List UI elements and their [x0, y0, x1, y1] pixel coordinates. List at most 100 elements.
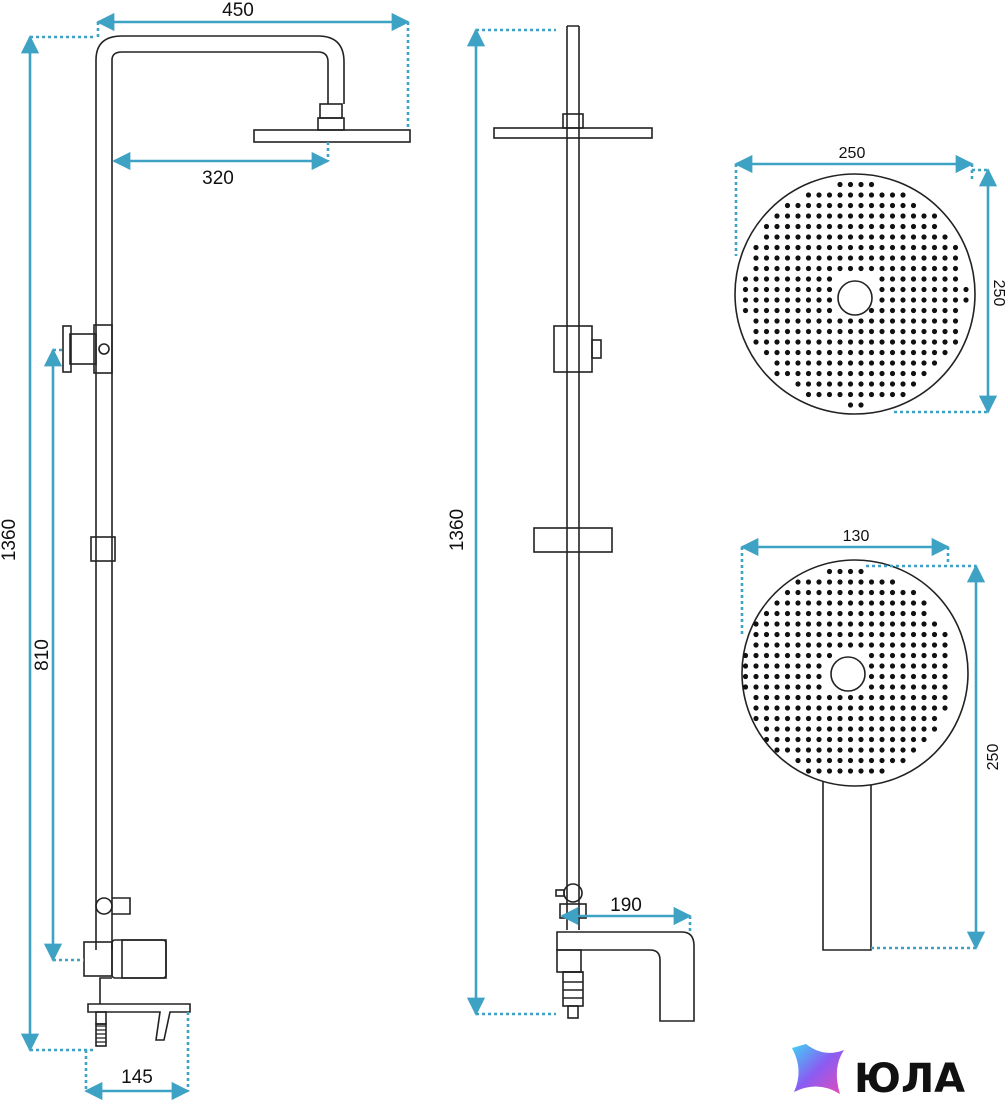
nozzle-dot — [784, 736, 791, 743]
nozzle-dot — [847, 360, 854, 366]
nozzle-dot — [889, 349, 896, 356]
nozzle-dot — [795, 631, 801, 638]
nozzle-dot — [879, 705, 885, 711]
nozzle-dot — [774, 339, 780, 345]
nozzle-dot — [889, 726, 896, 732]
nozzle-dot — [795, 234, 801, 240]
nozzle-dot — [795, 339, 801, 345]
hose-hook — [112, 897, 131, 915]
nozzle-dot — [910, 307, 917, 314]
nozzle-dot — [847, 726, 854, 732]
nozzle-dot — [742, 307, 749, 314]
nozzle-dot — [900, 328, 906, 335]
nozzle-dot — [879, 370, 885, 377]
nozzle-dot — [858, 610, 864, 617]
nozzle-dot — [774, 610, 780, 617]
nozzle-dot — [753, 673, 759, 680]
side-overhead-plate — [493, 127, 653, 139]
nozzle-dot — [858, 349, 864, 356]
nozzle-dot — [921, 244, 927, 251]
nozzle-dot — [889, 244, 896, 251]
nozzle-dot — [889, 213, 896, 219]
nozzle-dot — [858, 589, 864, 596]
nozzle-dot — [763, 673, 770, 680]
nozzle-dot — [931, 318, 938, 324]
nozzle-dot — [795, 360, 801, 366]
nozzle-dot — [784, 328, 791, 335]
nozzle-dot — [847, 694, 854, 701]
dim-front-head-reach: 320 — [202, 168, 234, 189]
nozzle-dot — [921, 307, 927, 314]
nozzle-dot — [753, 663, 759, 669]
dim-front-diverter-height: 810 — [32, 639, 53, 671]
nozzle-dot — [847, 715, 854, 722]
nozzle-dot — [900, 297, 906, 303]
nozzle-dot — [795, 255, 801, 261]
nozzle-dot — [837, 360, 843, 366]
nozzle-dot — [847, 631, 854, 638]
nozzle-dot — [805, 265, 812, 272]
nozzle-dot — [784, 726, 791, 732]
nozzle-dot — [858, 736, 864, 743]
nozzle-dot — [837, 610, 843, 617]
nozzle-dot — [889, 747, 896, 753]
nozzle-dot — [879, 297, 885, 303]
nozzle-dot — [784, 673, 791, 680]
nozzle-dot — [868, 768, 875, 774]
nozzle-dot — [784, 223, 791, 230]
nozzle-dot — [879, 381, 885, 387]
nozzle-dot — [889, 255, 896, 261]
nozzle-dot — [910, 244, 917, 251]
nozzle-dot — [826, 192, 833, 198]
nozzle-dot — [900, 694, 906, 701]
nozzle-dot — [931, 339, 938, 345]
nozzle-dot — [931, 360, 938, 366]
nozzle-dot — [816, 234, 822, 240]
nozzle-dot — [753, 642, 759, 648]
nozzle-dot — [826, 318, 833, 324]
nozzle-dot — [795, 726, 801, 732]
nozzle-dot — [900, 349, 906, 356]
side-spout — [556, 931, 695, 1022]
nozzle-dot — [816, 244, 822, 251]
nozzle-dot — [921, 684, 927, 690]
nozzle-dot — [847, 568, 854, 575]
nozzle-dot — [900, 286, 906, 293]
nozzle-dot — [847, 223, 854, 230]
nozzle-dot — [910, 642, 917, 648]
nozzle-dot — [931, 286, 938, 293]
nozzle-dot — [816, 579, 822, 585]
nozzle-dot — [879, 360, 885, 366]
nozzle-dot — [784, 642, 791, 648]
nozzle-dot — [921, 621, 927, 627]
nozzle-dot — [805, 318, 812, 324]
nozzle-dot — [858, 255, 864, 261]
nozzle-dot — [837, 694, 843, 701]
nozzle-dot — [858, 360, 864, 366]
nozzle-dot — [931, 726, 938, 732]
nozzle-dot — [763, 631, 770, 638]
nozzle-dot — [805, 726, 812, 732]
nozzle-dot — [931, 694, 938, 701]
nozzle-dot — [921, 223, 927, 230]
nozzle-dot — [942, 244, 948, 251]
nozzle-dot — [826, 642, 833, 648]
nozzle-dot — [868, 328, 875, 335]
nozzle-dot — [837, 736, 843, 743]
nozzle-dot — [774, 726, 780, 732]
nozzle-dot — [900, 276, 906, 282]
nozzle-dot — [763, 694, 770, 701]
nozzle-dot — [795, 213, 801, 219]
nozzle-dot — [753, 244, 759, 251]
nozzle-dot — [816, 642, 822, 648]
nozzle-dot — [753, 286, 759, 293]
nozzle-dot — [816, 621, 822, 627]
nozzle-dot — [784, 684, 791, 690]
nozzle-dot — [858, 318, 864, 324]
nozzle-dot — [816, 715, 822, 722]
nozzle-dot — [774, 265, 780, 272]
brand-logo: ЮЛА — [792, 1044, 965, 1100]
nozzle-dot — [826, 757, 833, 764]
nozzle-dot — [753, 621, 759, 627]
